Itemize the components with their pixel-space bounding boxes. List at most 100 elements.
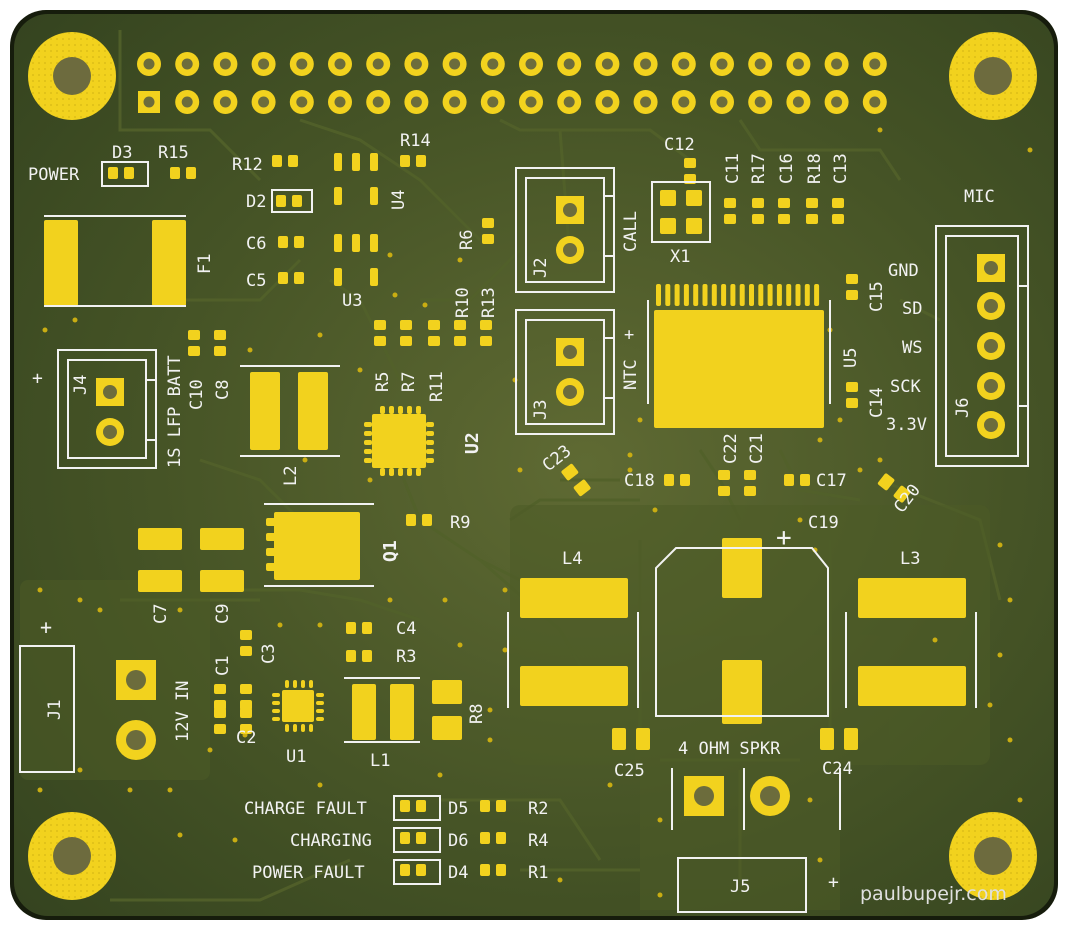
c24-pad xyxy=(844,728,858,750)
header-pin-hole xyxy=(334,96,346,108)
passive-pads xyxy=(752,214,764,224)
header-pin-hole xyxy=(716,96,728,108)
u1-pin xyxy=(309,680,313,688)
header-pin-hole xyxy=(601,96,613,108)
label-c7: C7 xyxy=(151,604,171,624)
f1-pad xyxy=(152,220,186,306)
u5-pin xyxy=(656,284,661,306)
watermark: paulbupejr.com xyxy=(860,883,1007,905)
passive-pads xyxy=(724,214,736,224)
d2-pads xyxy=(276,195,286,207)
label-charging: CHARGING xyxy=(290,831,372,851)
l3-pad xyxy=(858,666,966,706)
u1-pin xyxy=(293,680,297,688)
c2-pads xyxy=(214,724,226,734)
u5-pin xyxy=(683,404,689,426)
j4-pin-2-hole xyxy=(103,425,117,439)
label-r2: R2 xyxy=(528,799,548,819)
c1-pads xyxy=(240,700,252,710)
c8-pads xyxy=(214,330,226,340)
label-12v-in: 12V IN xyxy=(173,681,193,742)
label-c5: C5 xyxy=(246,271,266,291)
header-pin-hole xyxy=(869,58,881,70)
label-c14: C14 xyxy=(867,387,887,418)
u5-pin xyxy=(665,404,671,426)
c12-pads xyxy=(684,158,696,168)
label-r4: R4 xyxy=(528,831,548,851)
label-r6: R6 xyxy=(457,230,477,250)
u5-pin xyxy=(693,404,699,426)
header-pin-hole xyxy=(792,58,804,70)
r5-pads xyxy=(374,320,386,330)
label-c15: C15 xyxy=(867,281,887,312)
c23-pad xyxy=(573,479,591,497)
r4-pads xyxy=(496,832,506,844)
u5-pin xyxy=(804,404,810,426)
header-pin-hole xyxy=(372,96,384,108)
mounting-hole-top-right xyxy=(949,32,1037,120)
header-pin-hole xyxy=(640,58,652,70)
label-c9: C9 xyxy=(213,604,233,624)
u5-pin xyxy=(795,284,801,306)
label-c12: C12 xyxy=(664,135,695,155)
label-d4: D4 xyxy=(448,863,468,883)
label-power-fault: POWER FAULT xyxy=(252,863,365,883)
label-r5: R5 xyxy=(373,372,393,392)
c20-pad xyxy=(893,485,911,503)
label-r9: R9 xyxy=(450,513,470,533)
c9-pad xyxy=(200,570,244,592)
u5-pin xyxy=(767,404,773,426)
label-j2: J2 xyxy=(531,258,551,278)
u2-pin xyxy=(426,458,434,463)
passive-pads xyxy=(778,198,790,208)
d3-pads xyxy=(108,167,118,179)
label-l3: L3 xyxy=(900,549,920,569)
r6-pads xyxy=(482,218,494,228)
label-c1: C1 xyxy=(213,656,233,676)
u1-pad xyxy=(282,690,314,722)
label-r18: R18 xyxy=(805,153,825,184)
c7-pad xyxy=(138,528,182,550)
r15-pads xyxy=(170,167,180,179)
u1-pin xyxy=(293,724,297,732)
u1-pin xyxy=(301,680,305,688)
j6-pin-hole xyxy=(984,339,998,353)
u5-pin xyxy=(786,284,792,306)
label-ntc-plus: + xyxy=(624,325,634,345)
u2-pin xyxy=(364,422,372,427)
u2-pin xyxy=(426,422,434,427)
ic-pin xyxy=(334,187,342,205)
header-pin-hole xyxy=(410,96,422,108)
r10-pads xyxy=(454,320,466,330)
u5-pin xyxy=(711,404,717,426)
q1-pin xyxy=(266,563,276,571)
u2-pin xyxy=(407,406,412,414)
u1-pin xyxy=(301,724,305,732)
header-pin-hole xyxy=(678,96,690,108)
r9-pads xyxy=(422,514,432,526)
l2-pad xyxy=(298,372,328,450)
u1-pin xyxy=(316,701,324,705)
gpio-header-40pin xyxy=(137,52,887,114)
header-pin-hole xyxy=(792,96,804,108)
label-batt: 1S LFP BATT xyxy=(165,355,185,468)
u1-pin xyxy=(272,701,280,705)
c5-pads xyxy=(294,272,304,284)
l4-pad xyxy=(520,578,628,618)
label-c10: C10 xyxy=(187,379,207,410)
u5-pin xyxy=(804,284,810,306)
label-c18: C18 xyxy=(624,471,655,491)
label-c25: C25 xyxy=(614,761,645,781)
j3-pin-2-hole xyxy=(563,385,577,399)
c10-pads xyxy=(188,330,200,340)
label-c16: C16 xyxy=(777,153,797,184)
r6-pads xyxy=(482,234,494,244)
r3-pads xyxy=(362,650,372,662)
header-pin-hole xyxy=(754,96,766,108)
label-r1: R1 xyxy=(528,863,548,883)
c4-pads xyxy=(346,622,356,634)
u5-pin xyxy=(674,404,680,426)
u2-pin xyxy=(364,440,372,445)
r2-pads xyxy=(480,800,490,812)
header-pin-hole xyxy=(296,58,308,70)
